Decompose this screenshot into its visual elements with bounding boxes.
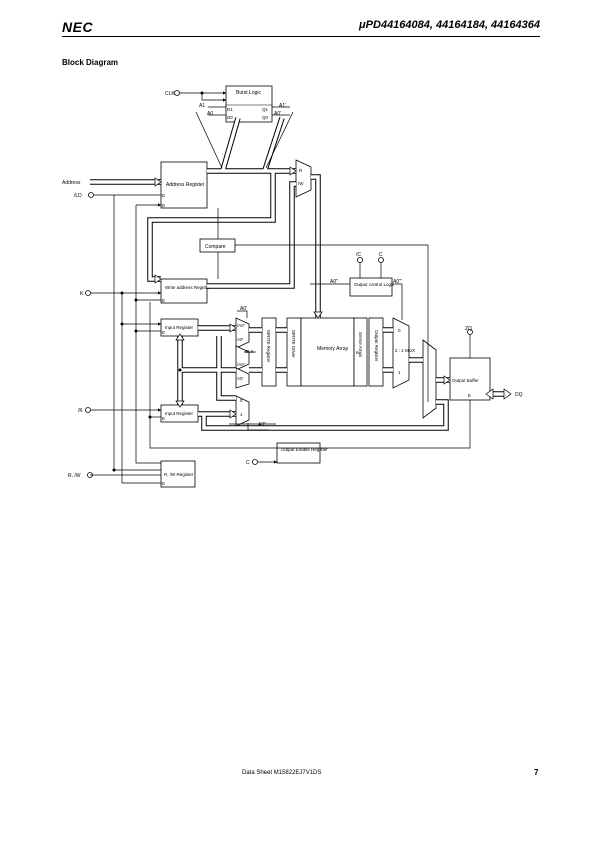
page-number: 7 bbox=[534, 768, 539, 777]
q1-label: Q1 bbox=[262, 107, 269, 112]
c-pin-label: C bbox=[246, 460, 250, 466]
input-register-top-label: Input Register bbox=[165, 325, 194, 330]
a0-prime-label: A0' bbox=[274, 111, 281, 117]
compare-box bbox=[199, 238, 236, 253]
address-pin-label: Address bbox=[62, 180, 81, 186]
a0-triple-prime-label: A0"' bbox=[393, 279, 402, 285]
zero-label-2to1: 0 bbox=[398, 328, 401, 333]
output-buffer-box bbox=[449, 357, 491, 401]
e-label-in-top: E bbox=[162, 330, 165, 335]
input-register-bottom-label: Input Register bbox=[165, 411, 194, 416]
k-pin-label: K bbox=[80, 291, 84, 297]
burst-logic-label: Burst Logic bbox=[236, 90, 262, 96]
memory-array-label: Memory Array bbox=[317, 346, 349, 352]
rw-register-label: R, /W Register bbox=[164, 472, 194, 477]
mux-lower-mid bbox=[235, 367, 250, 389]
c-out-pin-label: C bbox=[379, 252, 383, 258]
write-driver-label: WRITE Driver bbox=[291, 330, 296, 358]
clk-mux-label: CLK bbox=[245, 349, 254, 354]
footer-doc-id: Data Sheet M15822EJ7V1DS bbox=[242, 770, 322, 776]
write-register-box bbox=[261, 317, 277, 387]
rw-pin-label: R, /W bbox=[68, 473, 81, 479]
d1-label: D1 bbox=[227, 107, 233, 112]
zero-label-mux: 0 bbox=[240, 398, 243, 403]
part-number-header: μPD44164084, 44164184, 44164364 bbox=[359, 19, 540, 31]
clk-pin-label: CLK bbox=[165, 91, 175, 97]
k-out-label: K bbox=[356, 350, 359, 355]
write-address-register-box bbox=[160, 278, 208, 304]
e-label-outbuf: E bbox=[468, 393, 471, 398]
output-control-logic-label: Output control Logic bbox=[354, 282, 395, 287]
mux-top bbox=[235, 317, 250, 349]
brand-logo: NEC bbox=[62, 19, 94, 35]
output-enable-register-box bbox=[276, 442, 321, 464]
memory-array-box bbox=[300, 317, 355, 387]
output-register-box bbox=[368, 317, 384, 387]
one-label-mux: 1 bbox=[240, 412, 243, 417]
one-label-2to1: 1 bbox=[398, 370, 401, 375]
zq-pin-label: ZQ bbox=[465, 326, 472, 332]
sense-amps-box bbox=[353, 317, 368, 387]
header-rule bbox=[62, 36, 540, 37]
k-bar-pin-label: /K bbox=[78, 408, 83, 414]
compare-label: Compare bbox=[205, 244, 226, 250]
mux-2to1 bbox=[392, 317, 410, 389]
r-label: R bbox=[299, 168, 303, 173]
rw-mux bbox=[295, 159, 312, 198]
a0-double-prime-label: A0" bbox=[330, 279, 338, 285]
mux-2to1-label: 2 : 1 MUX bbox=[395, 348, 415, 353]
burst-logic-box bbox=[225, 85, 273, 123]
sense-amps-label: Sense Amps bbox=[358, 332, 363, 358]
dq-pin-label: DQ bbox=[515, 392, 523, 398]
address-register-label: Address Register bbox=[166, 182, 205, 188]
d0-label: D0 bbox=[227, 115, 233, 120]
c-bar-pin-label: /C bbox=[356, 252, 361, 258]
a0-prime-label-2: A0' bbox=[237, 337, 244, 342]
output-register-label: Output Register bbox=[374, 330, 379, 362]
q0-label: Q0 bbox=[262, 115, 269, 120]
e-label-addr2: E bbox=[162, 203, 165, 208]
write-register-label: WRITE Register bbox=[266, 330, 271, 363]
a0-prime-label-3: A0' bbox=[237, 376, 244, 381]
write-address-register-label: Write address Register bbox=[165, 285, 211, 290]
section-title: Block Diagram bbox=[62, 58, 119, 67]
a0-label: A0 bbox=[207, 111, 213, 117]
ld-pin-label: /LD bbox=[74, 193, 82, 199]
rw-register-box bbox=[160, 460, 196, 488]
output-enable-register-label: Output Enable Register bbox=[281, 447, 328, 452]
a1-prime-label: A1' bbox=[279, 103, 286, 109]
w-label: /W bbox=[298, 181, 304, 186]
a0-double-prime-mux-label: A0" bbox=[258, 422, 266, 428]
output-buffer-label: Output Buffer bbox=[452, 378, 479, 383]
address-register-box bbox=[160, 161, 208, 209]
e-label-rw: E bbox=[162, 481, 165, 486]
a0-prime-mux-label: A0' bbox=[240, 306, 247, 312]
e-label-waddr: E bbox=[162, 298, 165, 303]
a1-label: A1 bbox=[199, 103, 205, 109]
output-control-logic-box bbox=[349, 277, 393, 297]
output-tristate-mux bbox=[422, 339, 437, 419]
a0-bar-label-2: /A0' bbox=[237, 362, 245, 367]
e-label-in-bottom: E bbox=[162, 416, 165, 421]
a0-bar-label-1: /A0' bbox=[237, 323, 245, 328]
e-label-addr: E bbox=[162, 193, 165, 198]
